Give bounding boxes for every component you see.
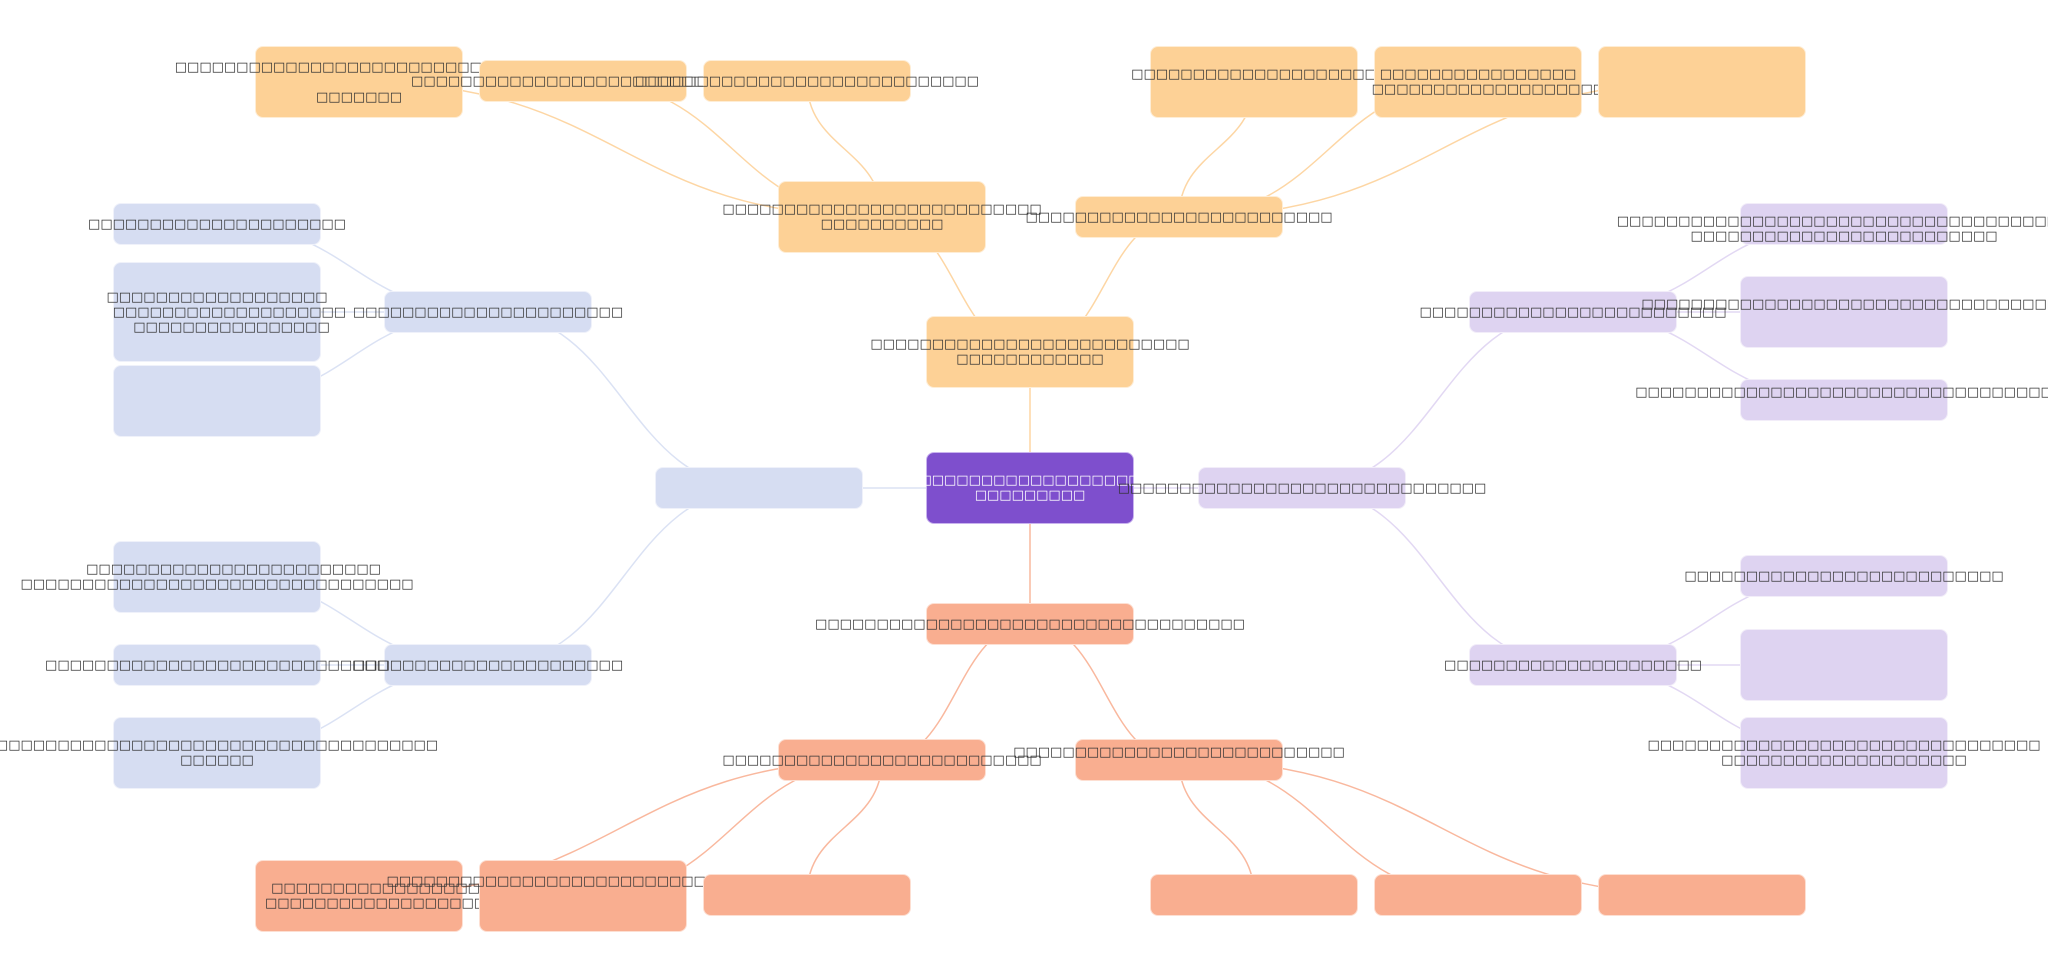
branch-top-left-node[interactable]: □□□□□□□□□□□□□□□□□□□□□□□□□□□□□□□□□□□□ (722, 181, 1042, 253)
node-text: □□□□□□□□□□□□□□□□□□□□□□□□□□□□□□ (174, 59, 544, 75)
node-text: □□□□□□□□□□□□□□□□ (1379, 67, 1577, 82)
branch-left-upper-node[interactable]: □□□□□□□□□□□□□□□□□□□□□□ (353, 291, 623, 333)
leaf-node[interactable]: □□□□□□□□□□□□□□□□□□□□□□□□□□□□□□□□□□□□□□□□… (1617, 203, 2048, 245)
leaf-node[interactable] (1740, 629, 1948, 701)
node-text: □□□□□□□□□□ (820, 217, 944, 232)
branch-top-node[interactable]: □□□□□□□□□□□□□□□□□□□□□□□□□□□□□□□□□□□□□□ (870, 316, 1190, 388)
leaf-node[interactable] (1150, 874, 1358, 916)
node-text: □□□□□□□□□□□□□□□□□□□□ (1721, 753, 1967, 768)
branch-bottom-right-node[interactable]: □□□□□□□□□□□□□□□□□□□□□□□□□□□ (1013, 739, 1345, 781)
node-text: □□□□□□□□□□□□□□□□□□□□□□□□□□□□□□□□ (20, 577, 414, 592)
leaf-node[interactable] (1598, 874, 1806, 916)
branch-right-lower-node[interactable]: □□□□□□□□□□□□□□□□□□□□□ (1444, 644, 1702, 686)
edge-bottom_a-bottom_a3 (806, 759, 883, 896)
leaf-node[interactable]: □□□□□□□□□□□□□□□□□□□□□□□□□□□□□□□□□□ (1635, 379, 2048, 421)
node-text: □□□□□□□□□□□□□□□□□□□□□□□□□□□□□□□□ (386, 873, 780, 889)
leaf-node[interactable] (1598, 46, 1806, 118)
node-text (581, 889, 585, 904)
node-text: □□□□□□□□□□□□ (956, 352, 1104, 367)
leaf-node[interactable]: □□□□□□□□□□□□□□□□□□□□□ (88, 203, 346, 245)
branch-left-lower-node[interactable]: □□□□□□□□□□□□□□□□□□□□□□ (353, 644, 623, 686)
leaf-node[interactable]: □□□□□□□□□□□□□□□□□□□□□□□□□□□□□□□□ (386, 860, 780, 932)
node-text: □□□□□□□□□□□□□□□□□□□□□□□□□□ (870, 337, 1190, 352)
branch-right-upper-node[interactable]: □□□□□□□□□□□□□□□□□□□□□□□□□ (1419, 291, 1727, 333)
leaf-node[interactable] (113, 365, 321, 437)
leaf-node[interactable]: □□□□□□□□□□□□□□□□□□□□□□□□□□□□□□ □□□□□□□ (175, 46, 543, 118)
leaf-node[interactable] (703, 874, 911, 916)
leaf-node[interactable]: □□□□□□□□□□□□□□□□ □□□□□□□□□□□□□□□□□□□ (1372, 46, 1605, 118)
node-text: □□□□□□□□□□□□□□□□□□□□□□□□□□□□□□□□□□□□ (808, 473, 1252, 488)
branch-top-right-node[interactable]: □□□□□□□□□□□□□□□□□□□□□□□□□ (1025, 196, 1333, 238)
node-text: □□□□□□□□□□□□□□□□□□□□□□□□□□□□□□□□□□□□□ (1616, 214, 2048, 229)
node-text: □□□□□□□□□ (974, 488, 1086, 503)
leaf-node[interactable]: □□□□□□□□□□□□□□□□□□□□□□□□□□□□□□□□□□□□□□□□… (0, 717, 438, 789)
node-text: □□□□□□□□□□□□□□□□□□□□ (1131, 67, 1377, 82)
node-text: □□□□□□□□□□□□□□□□□□□□□□ (352, 657, 624, 673)
node-text: □□□□□□□□□□□□□□□□□□□□□□□□□□ (1684, 568, 2004, 584)
node-text (1842, 400, 1846, 415)
node-text (1177, 760, 1181, 775)
edge-right-right_a (1301, 311, 1574, 489)
node-text: □□□□□□□□□□□□□□□□□□□□□ (88, 216, 346, 232)
node-text: □□□□□□□□□□□□□□□□□□□□□□□□□□□□□□□□□□□ (815, 616, 1245, 632)
leaf-node[interactable]: □□□□□□□□□□□□□□□□□□□□□□□□□□□□□□□□□□□□□□□□… (20, 541, 414, 613)
node-text: □□□□□□□□□□□□□□□□□□ (231, 896, 487, 911)
node-text: □□□□□□□□□□□□□□□□□□□□□□□□□ (1025, 209, 1333, 225)
leaf-node[interactable] (1374, 874, 1582, 916)
edge-bottom_b-bottom_b1 (1178, 759, 1255, 896)
leaf-node[interactable]: □□□□□□□□□□□□□□□□□□□□□□□□□□□□ (45, 644, 389, 686)
node-text: □□□□□□□□□□□□□□□□□□□ (87, 304, 347, 320)
branch-left-node[interactable] (655, 467, 863, 509)
node-text: □□□□□□□□□□□□□□□□□□□□□□□□□□□□□□ (1117, 480, 1487, 496)
leaf-node[interactable]: □□□□□□□□□□□□□□□□□□□□□□□□□□□□□□□□□□ (1641, 276, 2048, 348)
node-text: □□□□□□□□□□□□□□□□□□□□□□□□□ (1419, 304, 1727, 320)
node-text: □□□□□□□□□□□□□□□□□□□□□□□□□□□□ (635, 73, 979, 89)
node-text: □□□□□□□□□□□□□□□□□□ (106, 289, 328, 305)
node-text: □□□□□□□□□□□□□□□□□□□□□□□□□□□□ (411, 73, 755, 89)
node-text (1252, 82, 1256, 97)
node-text: □□□□□□□□□□□□□□□□□□□□□□□□□□□□□□□□ (1647, 738, 2041, 753)
edge-left-left_b (487, 487, 760, 666)
node-text: □□□□□□□□□□□□□□□□□□□□□□ (352, 304, 624, 320)
leaf-node[interactable]: □□□□□□□□□□□□□□□□□□□□ (1131, 46, 1377, 118)
node-text: □□□□□□□□□□□□□□□□ (104, 319, 330, 335)
node-text: □□□□□□□□□□□□□□□□□□□□□□□□□□□ (1013, 745, 1345, 760)
edge-left-left_a (487, 311, 760, 489)
node-text: □□□□□□□ (316, 89, 402, 105)
node-text: □□□□□□□□□□□□□□□□□□□□□□□□□□□□□□□□□□ (1629, 297, 2048, 312)
leaf-node[interactable]: □□□□□□□□□□□□□□□□□□□□□□□□□□ (1684, 555, 2004, 597)
node-text: □□□□□□□□□□□□□□□□□□□□□ (1444, 657, 1702, 673)
node-text (581, 904, 585, 919)
branch-bottom-left-node[interactable]: □□□□□□□□□□□□□□□□□□□□□□□□□□ (722, 739, 1042, 781)
node-text: □□□□□□□□□□□□□□□□□□□□□□□□ (53, 562, 381, 577)
branch-right-node[interactable]: □□□□□□□□□□□□□□□□□□□□□□□□□□□□□□ (1118, 467, 1486, 509)
leaf-node[interactable]: □□□□□□□□□□□□□□□□□ □□□□□□□□□□□□□□□□□□ (255, 860, 486, 932)
node-text: □□□□□□□□□□□□□□□□□□□□□□□□□ (1690, 229, 1998, 244)
node-text: □□□□□□□□□□□□□□□□□□□□□□□□□□□□□□□□□□□□ (0, 738, 439, 753)
node-text: □□□□□□ (180, 753, 254, 768)
branch-bottom-node[interactable]: □□□□□□□□□□□□□□□□□□□□□□□□□□□□□□□□□□□ (815, 603, 1245, 645)
node-text: □□□□□□□□□□□□□□□□□□□□□□□□□□ (722, 202, 1042, 217)
root-node[interactable]: □□□□□□□□□□□□□□□□□□□□□□□□□□□□□□□□□□□□□□□□… (809, 452, 1251, 524)
leaf-node[interactable]: □□□□□□□□□□□□□□□□□□□□□□□□□□□□ (411, 60, 755, 102)
node-text: □□□□□□□□□□□□□□□□□□□□□□□□□□□□□□□□□□ (1635, 385, 2048, 400)
leaf-node[interactable]: □□□□□□□□□□□□□□□□□□□□□□□□□□□□ (635, 60, 979, 102)
node-text: □□□□□□□□□□□□□□□□□□□ (1350, 82, 1606, 97)
node-text: □□□□□□□□□□□□□□□□□□□□□□□□□□ (722, 752, 1042, 768)
edge-right-right_b (1301, 487, 1574, 666)
leaf-node[interactable]: □□□□□□□□□□□□□□□□□□ □□□□□□□□□□□□□□□□□□□ □… (106, 262, 346, 362)
leaf-node[interactable]: □□□□□□□□□□□□□□□□□□□□□□□□□□□□□□□□□□□□□□□□… (1647, 717, 2041, 789)
node-text (357, 75, 361, 90)
node-text: □□□□□□□□□□□□□□□□□□□□□□□□□□□□ (45, 657, 389, 673)
node-text: □□□□□□□□□□□□□□□□□ (238, 881, 480, 896)
node-text (1842, 312, 1846, 327)
